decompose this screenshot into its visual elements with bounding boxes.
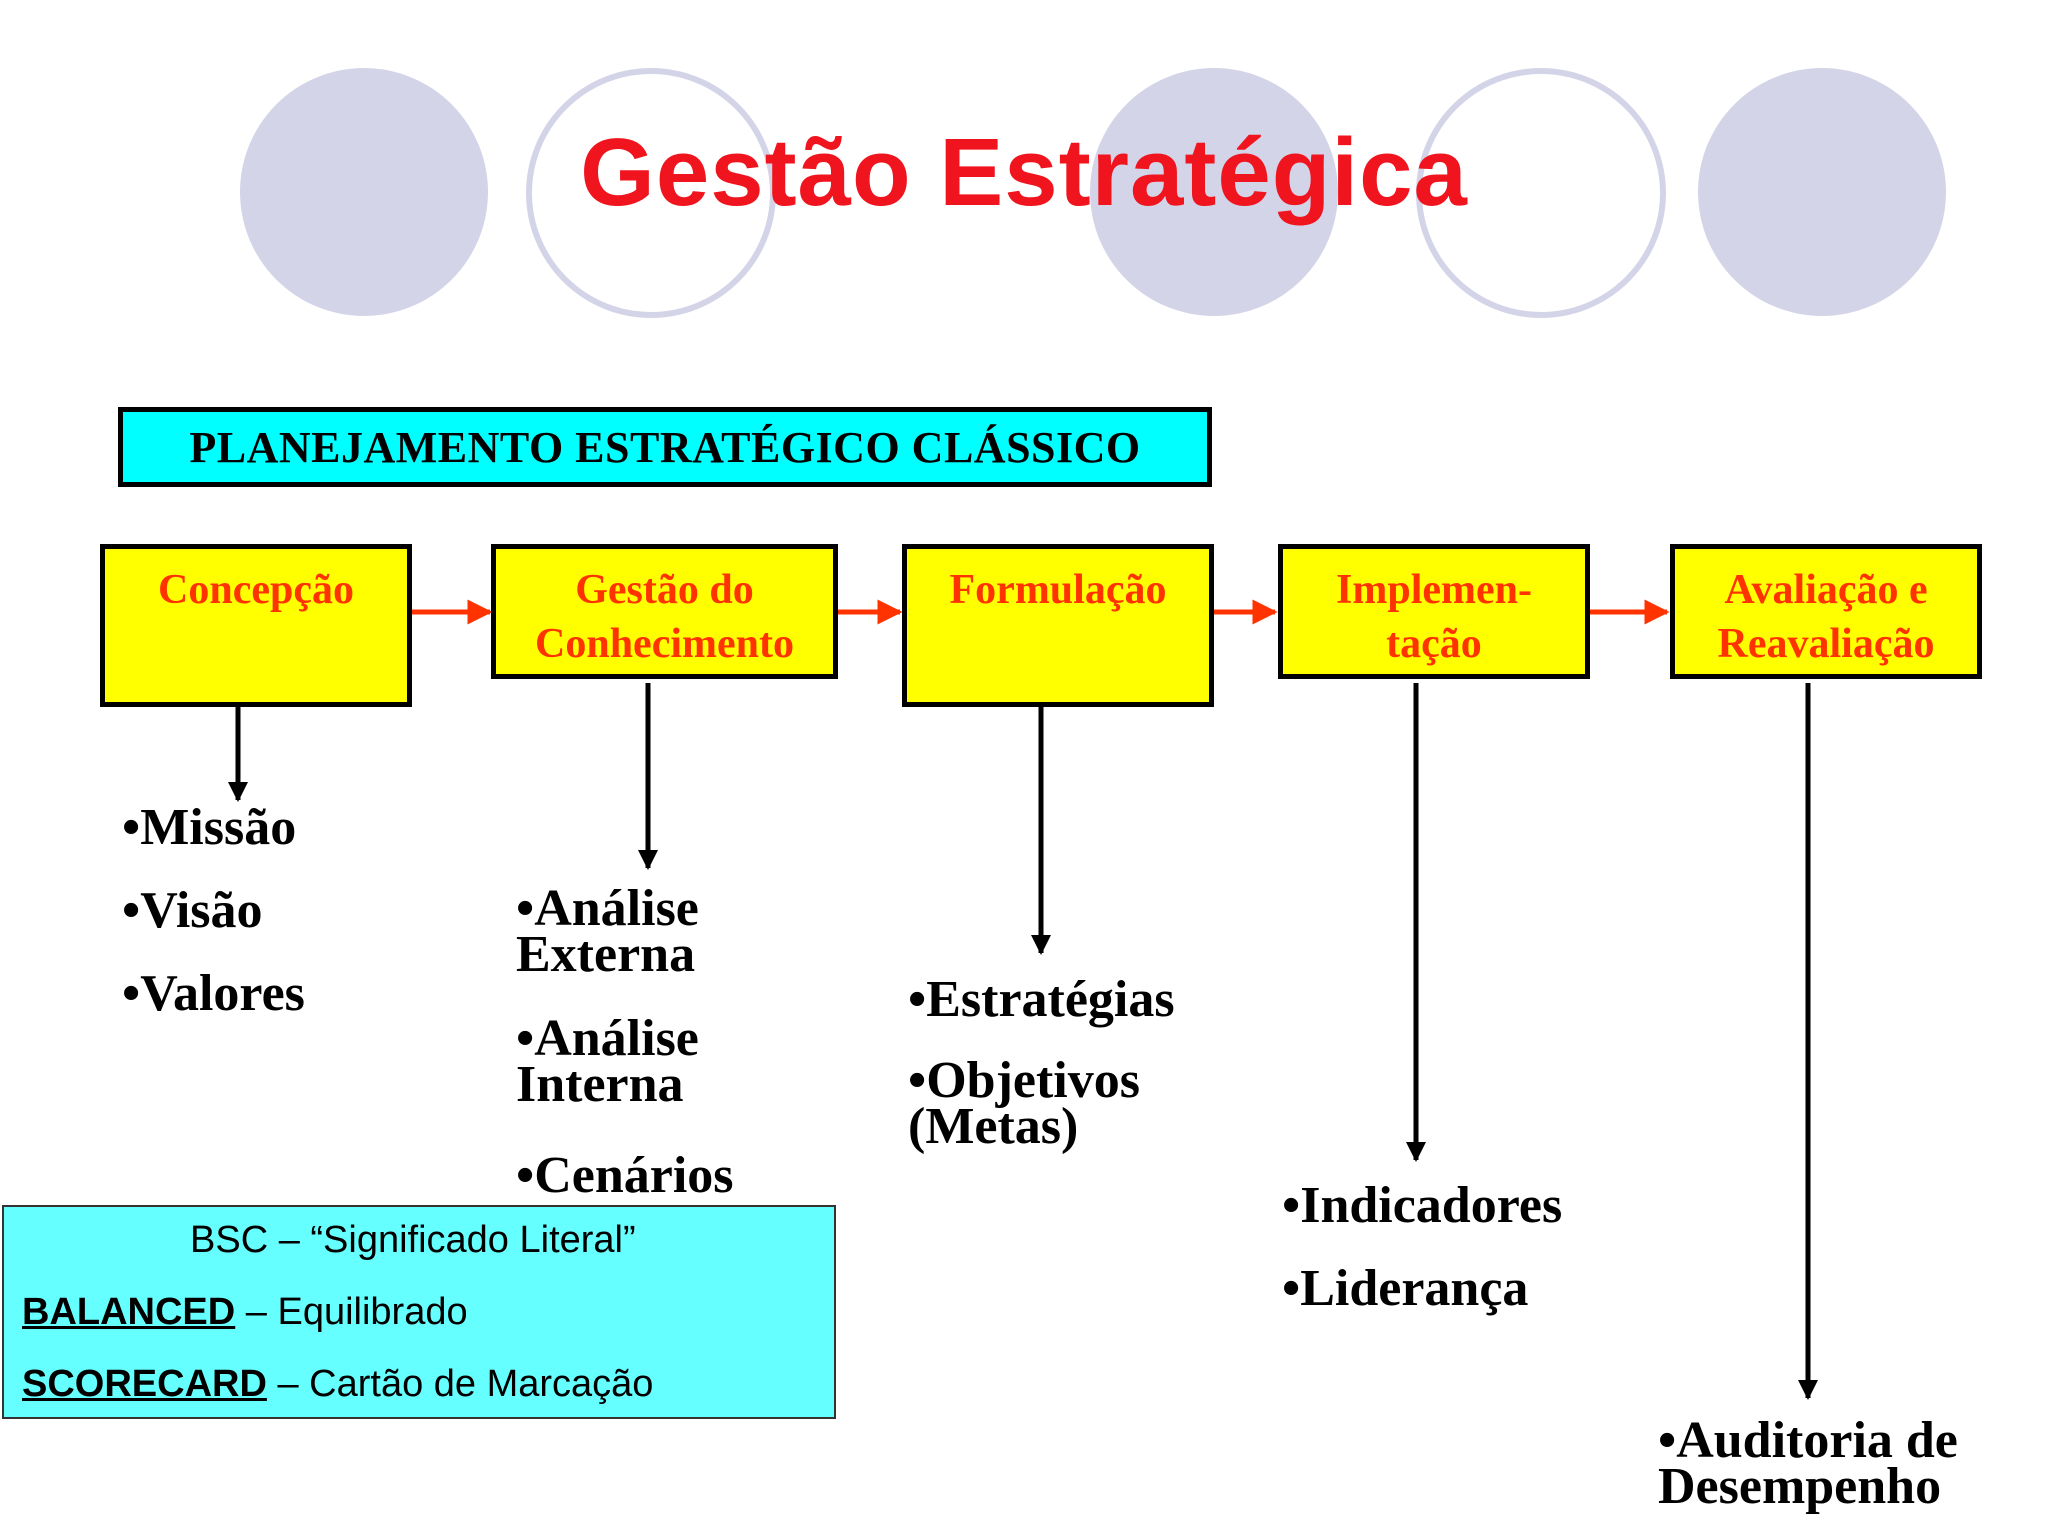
stage-concepcao: Concepção <box>100 544 412 707</box>
list-item: •Estratégias <box>908 971 1175 1028</box>
bsc-scorecard-term: SCORECARD <box>22 1363 267 1405</box>
stage-gestao-conhecimento: Gestão do Conhecimento <box>491 544 838 679</box>
bsc-balanced-meaning: – Equilibrado <box>235 1291 468 1333</box>
decor-ring-2 <box>1416 68 1666 318</box>
stage-implementacao: Implemen- tação <box>1278 544 1590 679</box>
classic-planning-header: PLANEJAMENTO ESTRATÉGICO CLÁSSICO <box>118 407 1212 487</box>
list-item: •Análise Externa <box>516 880 699 983</box>
bsc-definition-box: BSC – “Significado Literal” BALANCED – E… <box>2 1205 836 1419</box>
list-item: •Visão <box>122 882 263 939</box>
decor-circle-2 <box>1090 68 1338 316</box>
bsc-heading: BSC – “Significado Literal” <box>190 1219 636 1261</box>
list-item: •Valores <box>122 965 305 1022</box>
decor-circle-1 <box>240 68 488 316</box>
decor-circle-3 <box>1698 68 1946 316</box>
list-item: •Análise Interna <box>516 1010 699 1113</box>
list-item: •Liderança <box>1282 1260 1529 1317</box>
decor-ring-1 <box>526 68 776 318</box>
bsc-balanced-term: BALANCED <box>22 1291 236 1333</box>
list-item: •Missão <box>122 799 297 856</box>
bsc-scorecard-meaning: – Cartão de Marcação <box>266 1363 654 1405</box>
list-item: •Cenários <box>516 1147 734 1204</box>
list-item: •Objetivos (Metas) <box>908 1052 1140 1155</box>
slide-title: Gestão Estratégica <box>580 119 1468 226</box>
list-item: •Indicadores <box>1282 1177 1563 1234</box>
stage-avaliacao: Avaliação e Reavaliação <box>1670 544 1982 679</box>
bsc-scorecard-row: SCORECARD – Cartão de Marcação <box>22 1363 653 1406</box>
bsc-balanced-row: BALANCED – Equilibrado <box>22 1291 468 1334</box>
stage-formulacao: Formulação <box>902 544 1214 707</box>
list-item: •Auditoria de Desempenho <box>1658 1412 1958 1515</box>
